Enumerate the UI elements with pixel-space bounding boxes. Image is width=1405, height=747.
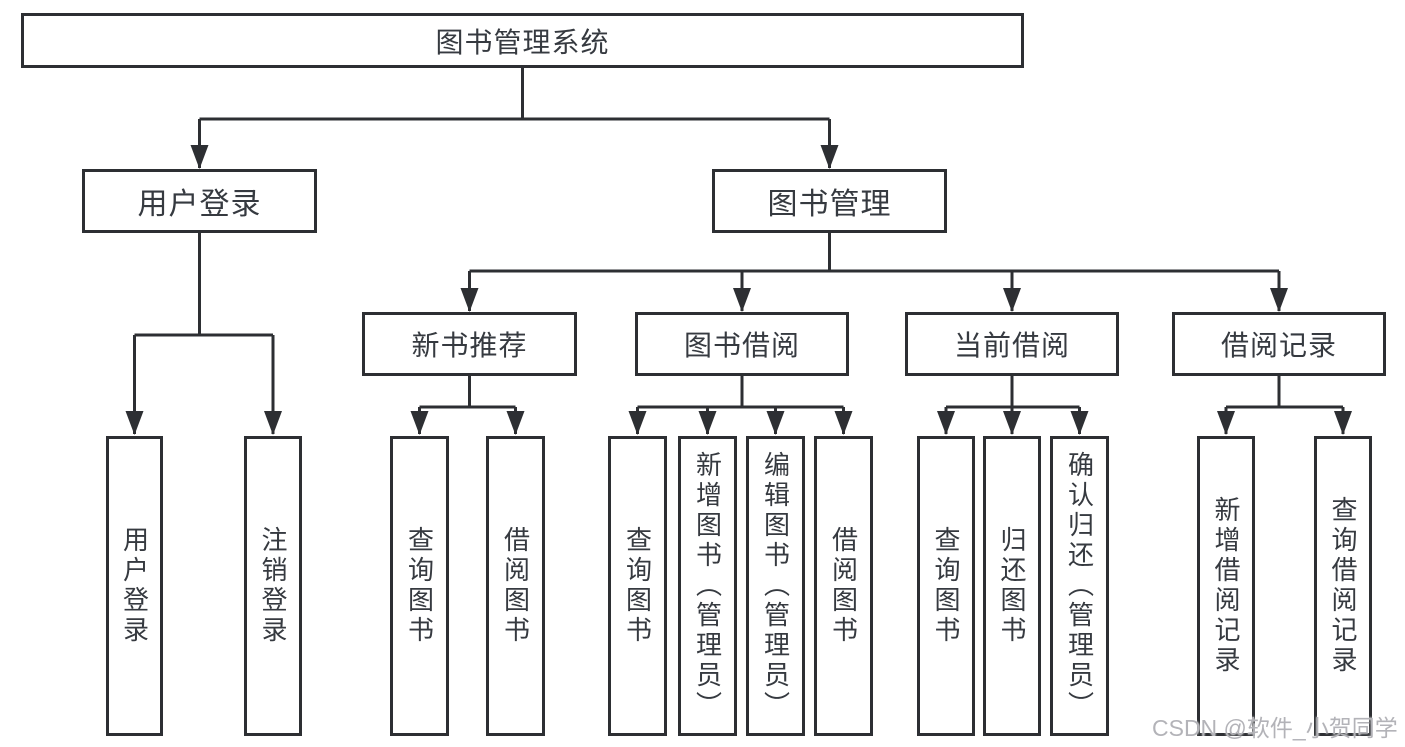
node-root: 图书管理系统: [21, 13, 1024, 68]
node-current-borrow: 当前借阅: [905, 312, 1119, 376]
leaf-bb-edit-books-admin: 编辑图书（管理员）: [746, 436, 805, 736]
leaf-nb-borrow-books: 借阅图书: [486, 436, 545, 736]
leaf-nb-query-books: 查询图书: [390, 436, 449, 736]
node-borrow-records: 借阅记录: [1172, 312, 1386, 376]
leaf-bb-query-books: 查询图书: [608, 436, 667, 736]
node-new-book-recommend: 新书推荐: [362, 312, 577, 376]
leaf-cb-return-books: 归还图书: [983, 436, 1041, 736]
leaf-bb-add-books-admin: 新增图书（管理员）: [678, 436, 737, 736]
leaf-logout-login: 注销登录: [244, 436, 302, 736]
leaf-br-add-record: 新增借阅记录: [1197, 436, 1255, 736]
leaf-cb-confirm-return-admin: 确认归还（管理员）: [1050, 436, 1109, 736]
leaf-cb-query-books: 查询图书: [917, 436, 975, 736]
node-user-login: 用户登录: [82, 169, 317, 233]
leaf-br-query-record: 查询借阅记录: [1314, 436, 1372, 736]
leaf-bb-borrow-books: 借阅图书: [814, 436, 873, 736]
watermark: CSDN @软件_小贺同学: [1152, 715, 1398, 741]
node-book-management: 图书管理: [712, 169, 947, 233]
leaf-user-login: 用户登录: [106, 436, 163, 736]
node-book-borrow: 图书借阅: [635, 312, 849, 376]
